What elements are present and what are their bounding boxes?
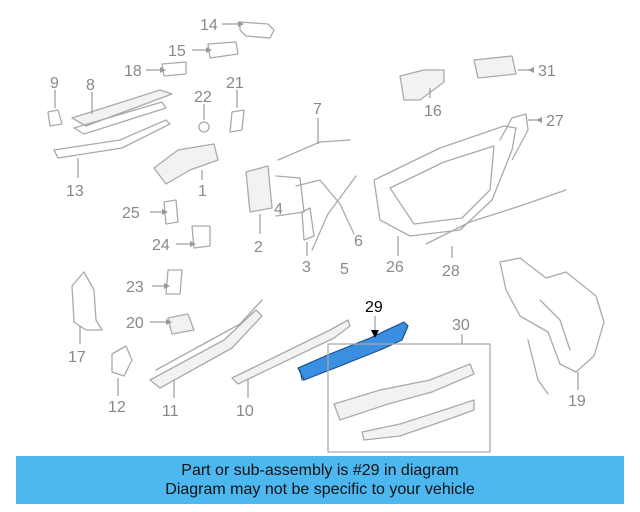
callout-6: 6 <box>354 233 363 250</box>
callout-10: 10 <box>236 403 254 420</box>
callout-30: 30 <box>452 317 470 334</box>
callout-25: 25 <box>122 205 140 222</box>
part-4 <box>275 175 305 217</box>
callout-27: 27 <box>546 113 564 130</box>
part-3 <box>301 207 315 256</box>
info-banner: Part or sub-assembly is #29 in diagram D… <box>16 456 624 504</box>
part-17 <box>71 271 103 344</box>
part-28 <box>425 189 567 258</box>
part-15 <box>192 41 239 59</box>
callout-5: 5 <box>340 261 349 278</box>
part-14 <box>222 21 275 39</box>
part-6 <box>295 179 355 235</box>
part-1 <box>153 143 219 185</box>
callout-7: 7 <box>313 101 322 118</box>
part-19 <box>499 257 605 395</box>
part-26 <box>373 125 517 256</box>
callout-16: 16 <box>424 103 442 120</box>
part-10 <box>231 319 351 398</box>
callout-28: 28 <box>442 263 460 280</box>
part-27 <box>499 113 542 161</box>
callout-3: 3 <box>302 259 311 276</box>
callout-26: 26 <box>386 259 404 276</box>
arrowheads <box>160 21 542 325</box>
callout-8: 8 <box>86 77 95 94</box>
part-8 <box>71 89 173 135</box>
part-25 <box>150 199 179 225</box>
part-2 <box>245 165 273 234</box>
part-31 <box>473 55 534 79</box>
part-11 <box>149 299 263 398</box>
callout-18: 18 <box>124 63 142 80</box>
part-12 <box>111 345 133 396</box>
part-29-highlight <box>297 316 409 381</box>
callout-17: 17 <box>68 349 86 366</box>
part-5 <box>311 175 357 251</box>
callout-29: 29 <box>365 299 383 316</box>
banner-line-1: Part or sub-assembly is #29 in diagram <box>181 462 459 479</box>
callout-21: 21 <box>226 75 244 92</box>
part-30-group <box>327 334 491 453</box>
callout-13: 13 <box>66 183 84 200</box>
callout-23: 23 <box>126 279 144 296</box>
callout-20: 20 <box>126 315 144 332</box>
callout-1: 1 <box>198 183 207 200</box>
callout-14: 14 <box>200 17 218 34</box>
callout-15: 15 <box>168 43 186 60</box>
part-24 <box>176 225 211 249</box>
part-20 <box>150 313 195 335</box>
callout-12: 12 <box>108 399 126 416</box>
callout-9: 9 <box>50 75 59 92</box>
part-22 <box>198 104 210 133</box>
part-13 <box>53 119 171 178</box>
part-16 <box>399 69 445 101</box>
part-21 <box>229 90 245 133</box>
part-7 <box>277 118 351 161</box>
callout-31: 31 <box>538 63 556 80</box>
part-18 <box>146 61 187 77</box>
callout-22: 22 <box>194 89 212 106</box>
callout-4: 4 <box>274 201 283 218</box>
callout-11: 11 <box>162 403 179 420</box>
part-23 <box>152 269 183 295</box>
callout-2: 2 <box>254 239 263 256</box>
banner-line-2: Diagram may not be specific to your vehi… <box>165 481 475 498</box>
callout-19: 19 <box>568 393 586 410</box>
callout-24: 24 <box>152 237 170 254</box>
part-9 <box>47 90 63 127</box>
